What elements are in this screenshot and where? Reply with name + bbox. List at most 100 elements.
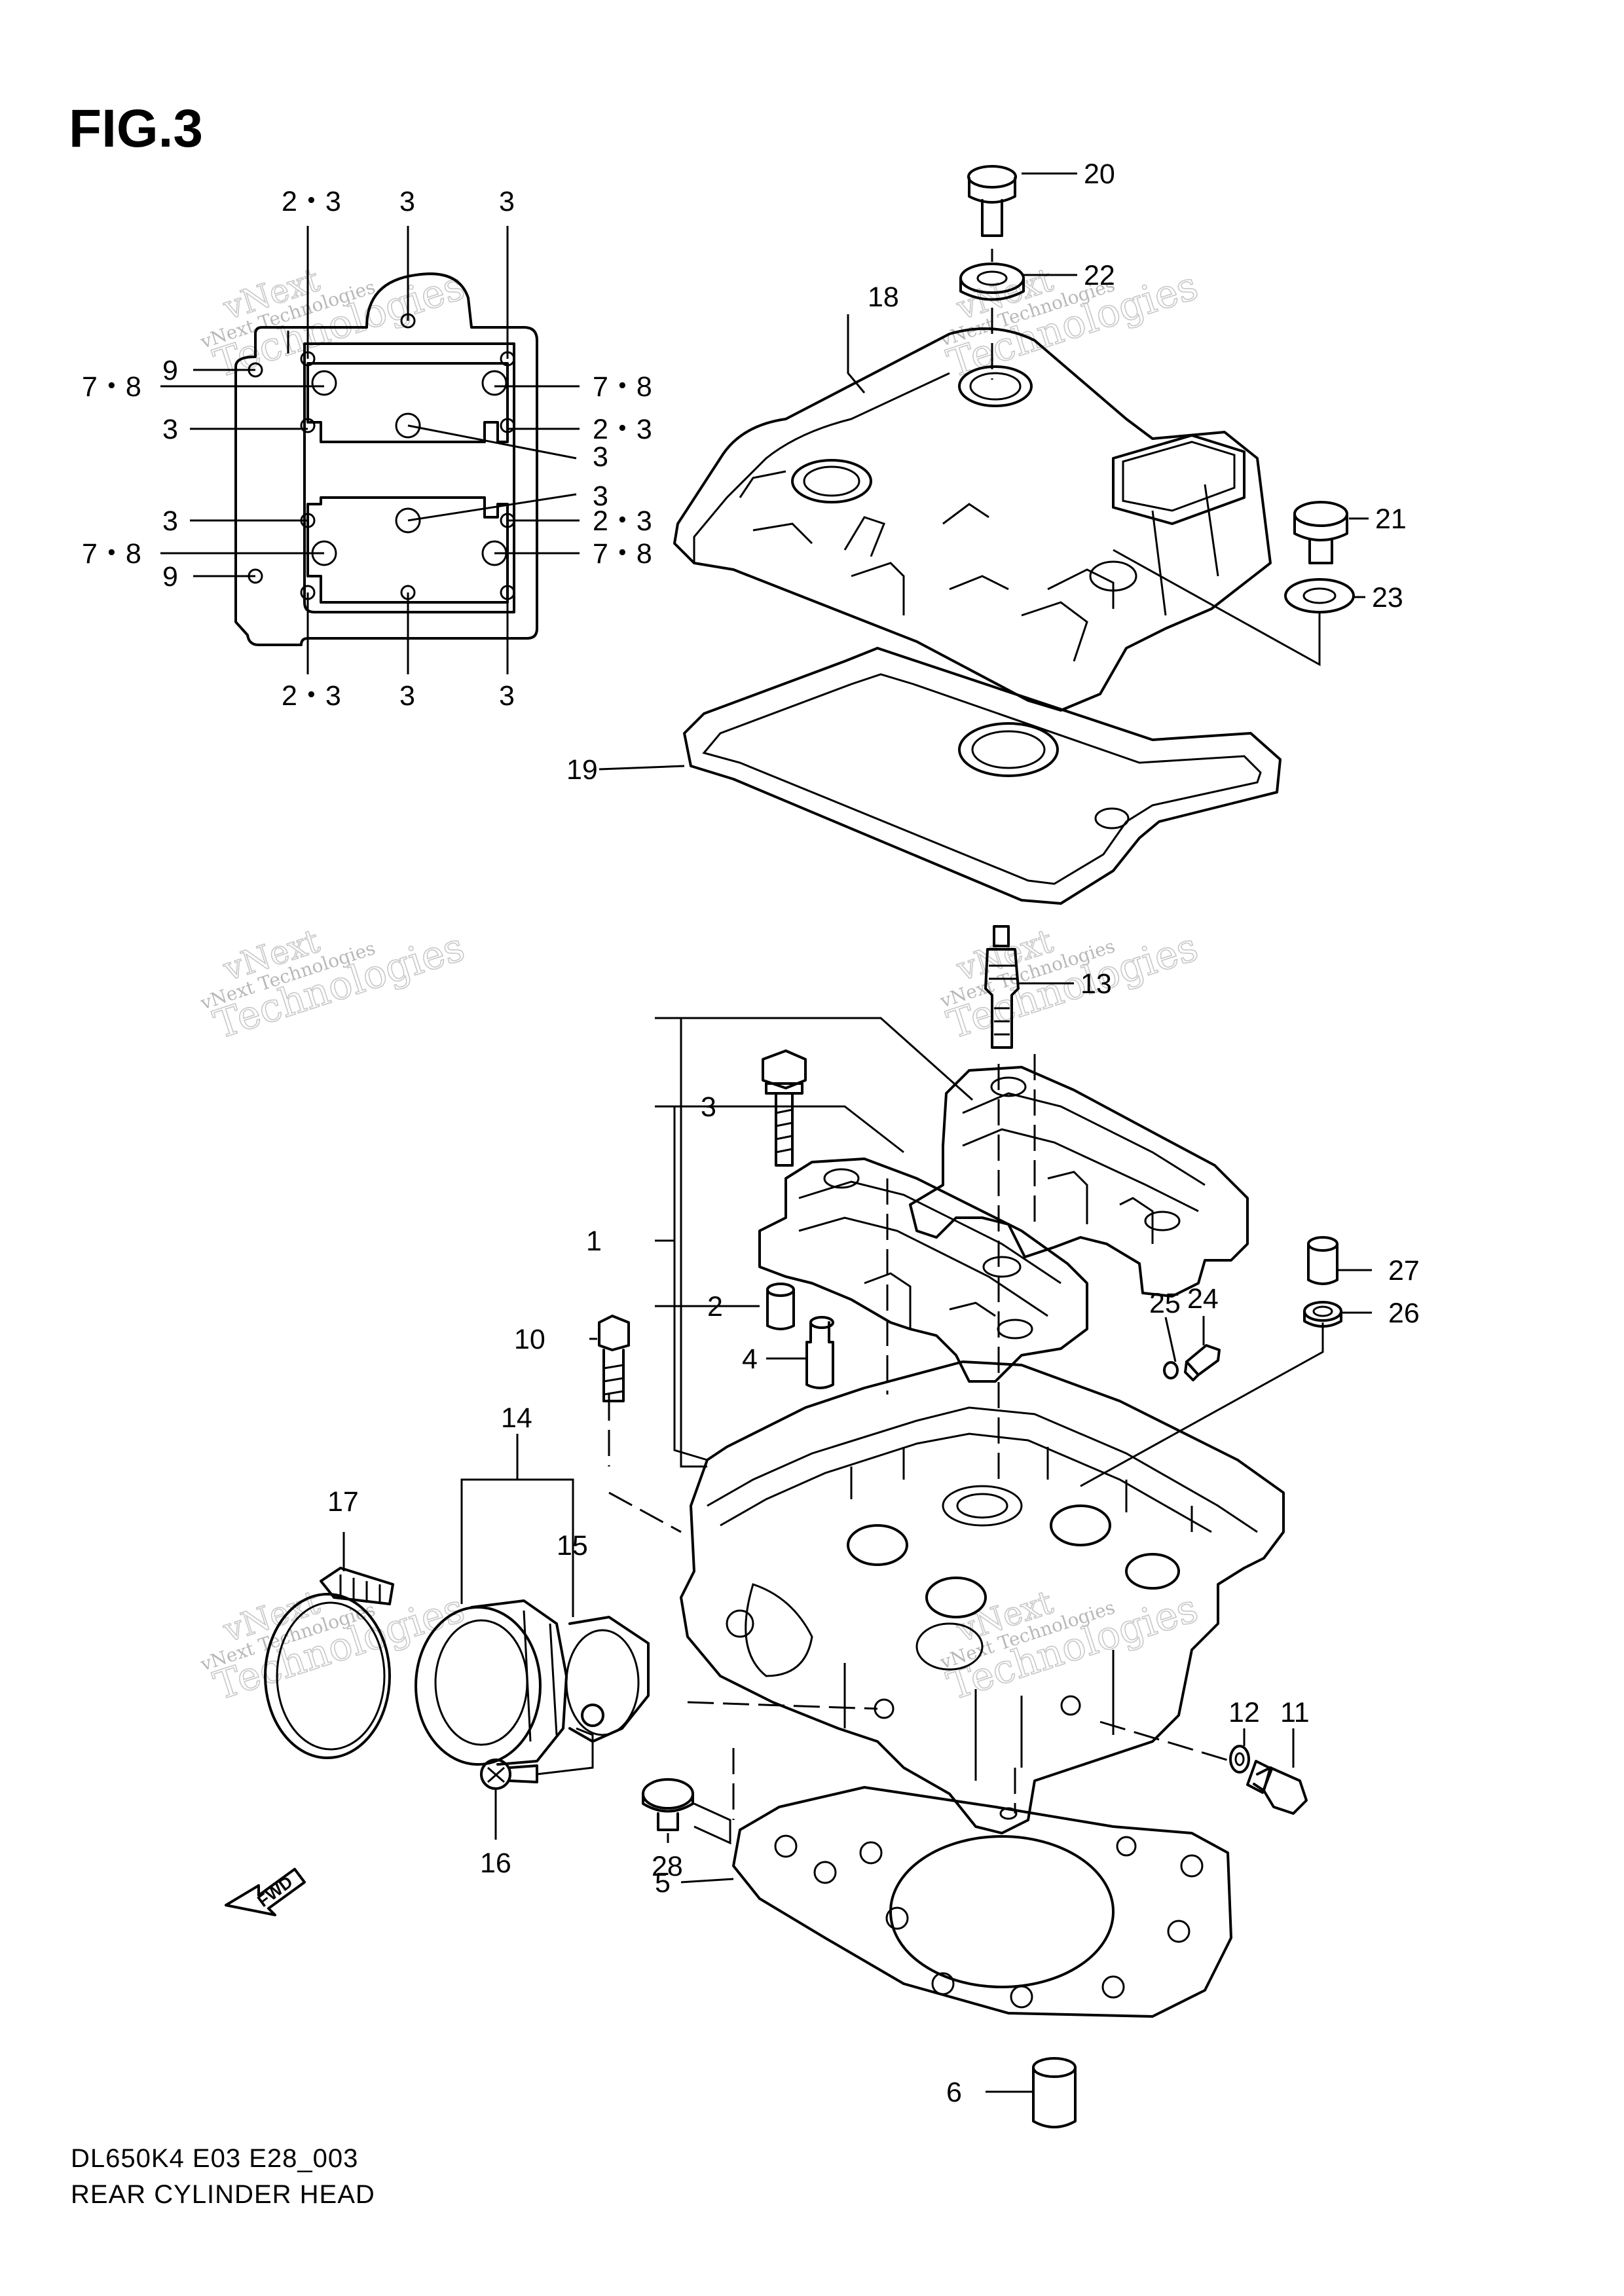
leader-line <box>190 424 580 460</box>
cam-cover-outline <box>234 272 538 646</box>
bolt-hole <box>481 370 507 396</box>
holder-body <box>758 1157 1088 1383</box>
leader-line <box>599 765 685 771</box>
port-opening <box>915 1622 984 1671</box>
bolt-order-label: 3 <box>399 680 415 712</box>
bolt-order-label: 2・3 <box>282 680 341 712</box>
bolt-order-label: 3 <box>593 481 608 512</box>
head-cover-body <box>673 327 1272 712</box>
bolt-order-label: 7・8 <box>82 538 141 570</box>
bolt-shank <box>602 1349 625 1402</box>
gasket-inner <box>702 673 1262 885</box>
callout-5: 5 <box>655 1867 671 1899</box>
callout-labels: 20 22 18 21 23 19 13 3 1 2 4 10 25 24 27… <box>327 158 1420 2108</box>
head-rib <box>850 1447 1193 1532</box>
clamp-band-inner <box>276 1601 386 1751</box>
leader-line <box>680 1878 734 1884</box>
callout-25: 25 <box>1149 1288 1181 1319</box>
bolt-shank <box>1293 514 1348 564</box>
breather-box <box>1112 434 1246 525</box>
gasket-outline <box>732 1786 1232 2018</box>
intake-port <box>745 1583 813 1677</box>
bolt-shank <box>968 177 1016 237</box>
callout-21: 21 <box>1375 503 1407 535</box>
bolt-order-label: 3 <box>162 414 178 445</box>
gasket-plug-ring-inner <box>971 730 1046 769</box>
callout-17: 17 <box>327 1486 359 1518</box>
bolt-order-label: 3 <box>399 186 415 217</box>
plug-hole-left-inner <box>803 465 860 497</box>
clamp-screw-housing <box>320 1567 394 1605</box>
washer-inner <box>1234 1752 1245 1766</box>
cover-bolt-20 <box>967 165 1017 237</box>
bolt-head <box>598 1315 630 1351</box>
bolt-thread <box>775 1108 793 1154</box>
clamp-band-outer <box>264 1593 391 1759</box>
plug-hole-left <box>791 459 872 503</box>
leader-line <box>190 493 580 522</box>
callout-15: 15 <box>557 1530 588 1561</box>
bolt-head <box>762 1049 807 1089</box>
gasket-hole <box>1167 1920 1190 1943</box>
centerline <box>608 1491 682 1533</box>
screw-shank <box>508 1764 538 1783</box>
holder-bolt-hole <box>823 1168 860 1189</box>
cover-boss <box>1089 560 1137 592</box>
dowel-top <box>1307 1236 1338 1252</box>
leader-line <box>1080 1311 1372 1487</box>
centerline <box>1014 1721 1232 1813</box>
plug-well <box>942 1485 1023 1527</box>
intake-clamp-17 <box>264 1567 394 1759</box>
union-bolt-24 <box>1184 1344 1221 1381</box>
callout-6: 6 <box>946 2077 962 2108</box>
leader-line <box>655 1017 707 1468</box>
bolt-order-label: 2・3 <box>282 186 341 217</box>
head-deck-edge <box>707 1406 1258 1533</box>
gasket-hole <box>1180 1854 1204 1878</box>
bolt-hole <box>395 507 421 534</box>
head-cover-gasket <box>683 647 1282 905</box>
plug-hole-right <box>958 365 1033 407</box>
head-cover-edge <box>693 372 950 563</box>
bolt-hole <box>395 412 421 439</box>
pipe-flange <box>568 1616 650 1743</box>
gasket-outer <box>683 647 1282 905</box>
callout-23: 23 <box>1372 582 1403 613</box>
cover-bolt-21 <box>1293 501 1348 564</box>
gasket-plug-ring <box>958 722 1059 777</box>
gasket-hole <box>813 1861 837 1884</box>
bolt-order-label: 2・3 <box>593 505 652 537</box>
callout-14: 14 <box>501 1402 532 1434</box>
bolt-order-label: 3 <box>499 680 515 712</box>
leader-line <box>1113 549 1365 666</box>
holder-boss <box>1047 1171 1154 1244</box>
oring-inner <box>1312 1305 1333 1317</box>
stud-hole <box>1060 1695 1081 1716</box>
pipe-flange-hole <box>581 1704 604 1727</box>
dowel-pin-27 <box>1307 1236 1338 1285</box>
bolt-order-label: 7・8 <box>593 371 652 403</box>
breather-inner <box>1122 441 1236 512</box>
pipe-mouth-inner <box>434 1619 528 1746</box>
callout-12: 12 <box>1228 1697 1260 1728</box>
plug-28 <box>642 1778 694 1831</box>
bolt-order-label: 9 <box>162 355 178 386</box>
leader-lines <box>342 172 1372 2093</box>
washer-23 <box>1284 578 1355 613</box>
washer-22 <box>959 263 1025 301</box>
cover-rib <box>1151 484 1219 616</box>
plug-thread <box>657 1812 679 1831</box>
callout-2: 2 <box>707 1291 723 1322</box>
fwd-arrow-shape <box>225 1868 306 1916</box>
callout-1: 1 <box>586 1226 602 1257</box>
leader-line <box>693 1802 731 1845</box>
leader-line <box>681 1017 973 1101</box>
camshaft-holder-upper <box>909 1066 1249 1298</box>
callout-4: 4 <box>742 1343 758 1375</box>
gasket-bore <box>889 1835 1115 1988</box>
callout-10: 10 <box>514 1324 545 1355</box>
holder-bolt-hole <box>982 1256 1022 1278</box>
pipe-flange-bore <box>565 1629 640 1736</box>
oring-25 <box>1163 1361 1179 1379</box>
